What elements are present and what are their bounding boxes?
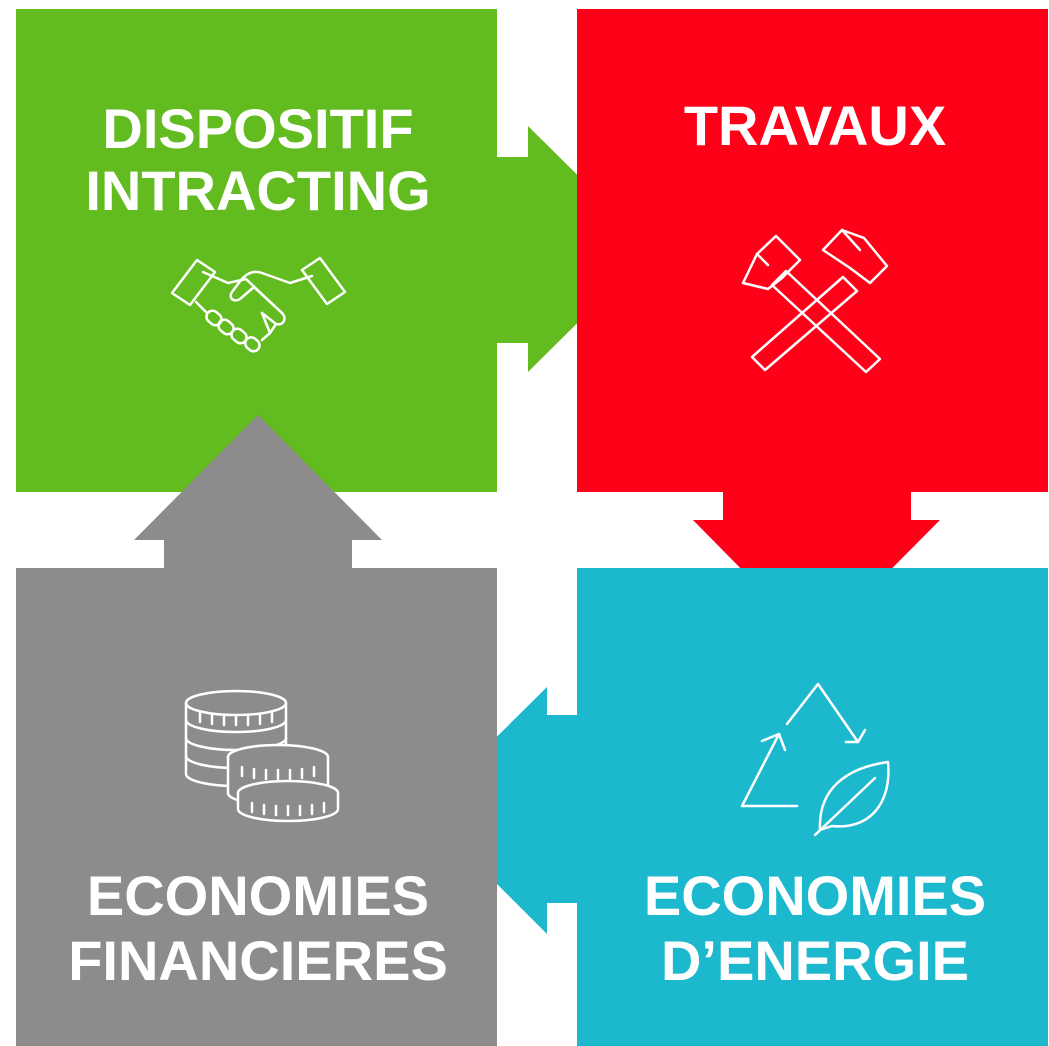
block-energie	[577, 568, 1048, 1046]
title-financieres-line2: FINANCIERES	[68, 929, 448, 992]
coins-icon	[184, 689, 340, 823]
arrow-energie-to-financieres	[423, 687, 579, 934]
title-energie-line2: D’ENERGIE	[661, 929, 969, 992]
arrow-dispositif-to-travaux	[497, 126, 652, 372]
block-dispositif	[16, 9, 497, 492]
title-dispositif-line1: DISPOSITIF	[102, 97, 413, 160]
title-energie-line1: ECONOMIES	[644, 864, 986, 927]
hammers-icon	[741, 228, 889, 374]
arrow-travaux-to-energie	[693, 490, 940, 645]
title-travaux: TRAVAUX	[684, 94, 946, 157]
handshake-icon	[170, 256, 347, 353]
recycle-leaf-icon	[740, 682, 890, 837]
title-dispositif-line2: INTRACTING	[85, 159, 430, 222]
block-travaux	[577, 9, 1048, 492]
arrow-financieres-to-dispositif	[134, 415, 382, 570]
title-financieres-line1: ECONOMIES	[87, 864, 429, 927]
